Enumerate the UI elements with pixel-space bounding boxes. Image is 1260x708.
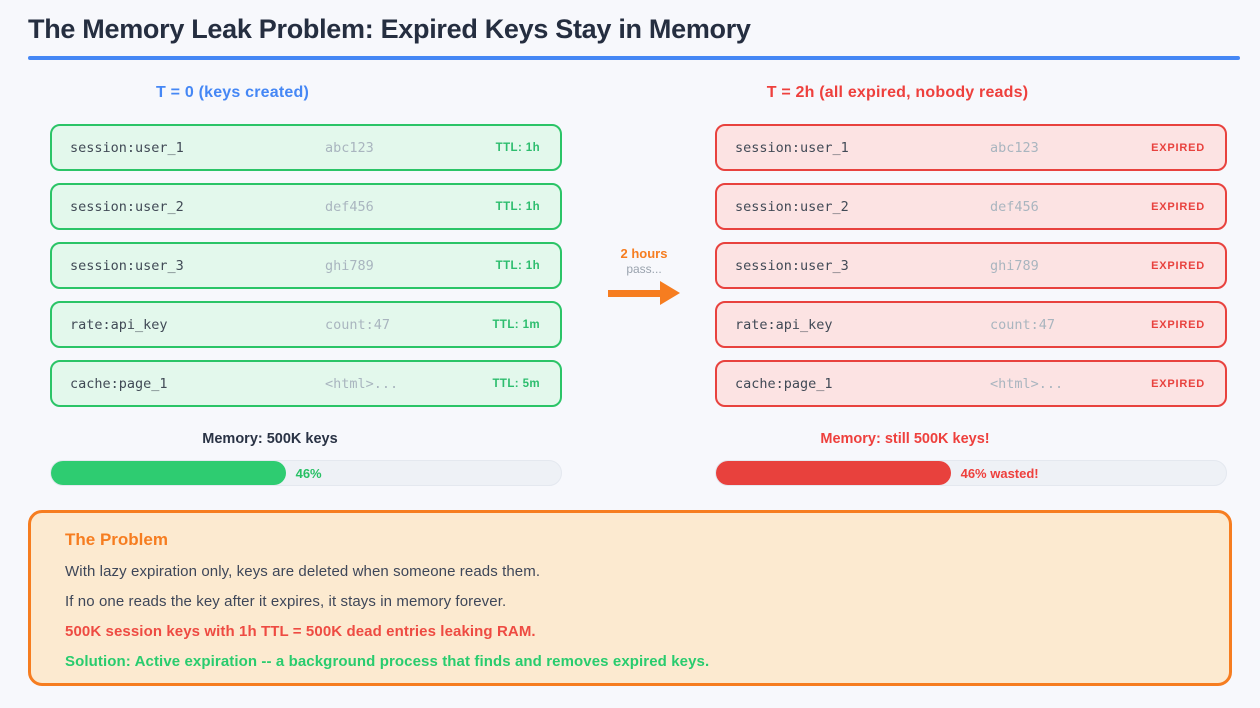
key-ttl-label: TTL: 1h: [495, 141, 540, 154]
key-value: def456: [990, 198, 1039, 215]
key-value: ghi789: [325, 257, 374, 274]
key-expired-badge: EXPIRED: [1151, 141, 1205, 154]
left-column-header: T = 0 (keys created): [156, 84, 309, 101]
key-name: rate:api_key: [735, 316, 833, 333]
key-ttl-label: TTL: 1h: [495, 200, 540, 213]
key-ttl-label: TTL: 1h: [495, 259, 540, 272]
key-value: count:47: [990, 316, 1056, 333]
key-box: cache:page_1 <html>... EXPIRED: [715, 360, 1227, 407]
key-box: cache:page_1 <html>... TTL: 5m: [50, 360, 562, 407]
time-transition: 2 hours pass...: [600, 246, 688, 305]
right-column-header: T = 2h (all expired, nobody reads): [766, 84, 1029, 101]
key-expired-badge: EXPIRED: [1151, 377, 1205, 390]
problem-line: With lazy expiration only, keys are dele…: [65, 563, 541, 580]
key-name: rate:api_key: [70, 316, 168, 333]
key-box: session:user_1 abc123 TTL: 1h: [50, 124, 562, 171]
key-box: rate:api_key count:47 TTL: 1m: [50, 301, 562, 348]
key-value: <html>...: [990, 375, 1064, 392]
key-box: session:user_1 abc123 EXPIRED: [715, 124, 1227, 171]
key-box: rate:api_key count:47 EXPIRED: [715, 301, 1227, 348]
left-memory-bar-value: 46%: [295, 465, 322, 481]
key-name: cache:page_1: [735, 375, 833, 392]
transition-duration-label: 2 hours: [620, 246, 668, 261]
key-value: def456: [325, 198, 374, 215]
key-name: cache:page_1: [70, 375, 168, 392]
right-arrow-icon: [600, 281, 688, 305]
right-memory-label: Memory: still 500K keys!: [820, 431, 990, 447]
left-memory-bar-fill: [51, 461, 286, 485]
key-expired-badge: EXPIRED: [1151, 318, 1205, 331]
key-ttl-label: TTL: 1m: [492, 318, 540, 331]
key-name: session:user_2: [735, 198, 849, 215]
title-underline: [28, 56, 1240, 60]
transition-pass-label: pass...: [626, 262, 662, 276]
key-value: abc123: [990, 139, 1039, 156]
key-box: session:user_3 ghi789 TTL: 1h: [50, 242, 562, 289]
right-memory-bar: 46% wasted!: [715, 460, 1227, 486]
key-box: session:user_3 ghi789 EXPIRED: [715, 242, 1227, 289]
key-ttl-label: TTL: 5m: [492, 377, 540, 390]
key-name: session:user_3: [735, 257, 849, 274]
key-value: ghi789: [990, 257, 1039, 274]
key-value: <html>...: [325, 375, 399, 392]
problem-panel-title: The Problem: [65, 530, 168, 549]
problem-line: Solution: Active expiration -- a backgro…: [65, 653, 710, 670]
page-title: The Memory Leak Problem: Expired Keys St…: [28, 14, 751, 44]
key-expired-badge: EXPIRED: [1151, 259, 1205, 272]
problem-panel-body: With lazy expiration only, keys are dele…: [65, 563, 1195, 670]
key-expired-badge: EXPIRED: [1151, 200, 1205, 213]
key-value: count:47: [325, 316, 391, 333]
key-value: abc123: [325, 139, 374, 156]
problem-line: If no one reads the key after it expires…: [65, 593, 507, 610]
left-memory-label: Memory: 500K keys: [202, 431, 338, 447]
right-memory-bar-fill: [716, 461, 951, 485]
key-name: session:user_2: [70, 198, 184, 215]
right-memory-bar-value: 46% wasted!: [960, 465, 1039, 481]
key-name: session:user_3: [70, 257, 184, 274]
key-name: session:user_1: [735, 139, 849, 156]
problem-line: 500K session keys with 1h TTL = 500K dea…: [65, 623, 536, 640]
key-box: session:user_2 def456 TTL: 1h: [50, 183, 562, 230]
key-box: session:user_2 def456 EXPIRED: [715, 183, 1227, 230]
key-name: session:user_1: [70, 139, 184, 156]
left-memory-bar: 46%: [50, 460, 562, 486]
problem-panel: The Problem With lazy expiration only, k…: [28, 510, 1232, 686]
